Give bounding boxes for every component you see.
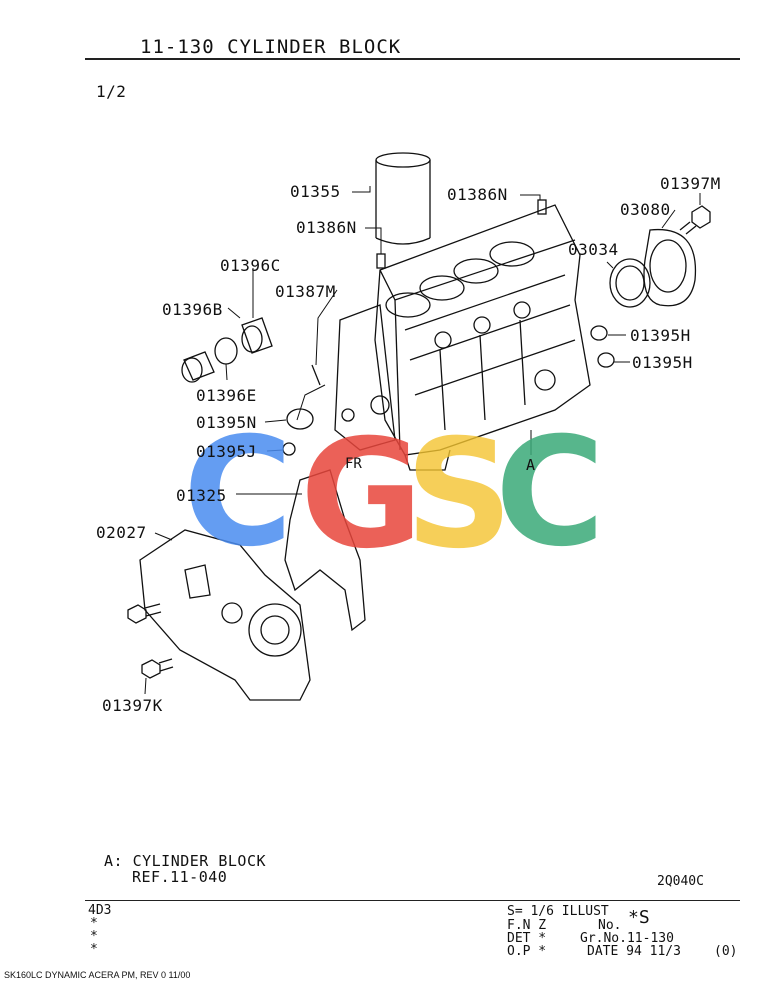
note-reference: REF.11-040 (132, 868, 228, 886)
footer-star: * (90, 929, 98, 944)
part-label-01386n[interactable]: 01386N (296, 218, 357, 237)
note-assembly: A: CYLINDER BLOCK (104, 852, 267, 870)
front-marker: FR (345, 456, 362, 472)
illust-number: *S (628, 907, 650, 928)
bolt-drawing (679, 205, 711, 235)
page-number: 1/2 (96, 82, 127, 101)
part-label-01397k[interactable]: 01397K (102, 696, 163, 715)
assembly-marker-a: A (526, 456, 536, 474)
det-line: DET * (507, 931, 547, 946)
watermark-letter-s: S (405, 408, 514, 582)
part-label-01355[interactable]: 01355 (290, 182, 341, 201)
part-label-01395h[interactable]: 01395H (630, 326, 691, 345)
part-label-03080[interactable]: 03080 (620, 200, 671, 219)
seal-retainer-drawing (643, 228, 697, 307)
group-number: Gr.No.11-130 (580, 931, 674, 946)
engine-model: 4D3 (88, 903, 112, 918)
gasket-drawing (284, 469, 366, 632)
dowel-pin-drawing (376, 253, 386, 269)
page-title: 11-130 CYLINDER BLOCK (140, 36, 402, 58)
part-label-03034[interactable]: 03034 (568, 240, 619, 259)
document-footer: SK160LC DYNAMIC ACERA PM, REV 0 11/00 (4, 970, 191, 980)
oil-seal-drawing (609, 258, 651, 308)
op-line: O.P * (507, 944, 547, 959)
part-label-01395n[interactable]: 01395N (196, 413, 257, 432)
leader-lines (144, 186, 701, 695)
scale-illust-line: S= 1/6 ILLUST (507, 904, 609, 919)
part-label-01397m[interactable]: 01397M (660, 174, 721, 193)
part-label-01325[interactable]: 01325 (176, 486, 227, 505)
header-rule (85, 58, 740, 60)
engine-block-drawing (334, 204, 591, 471)
part-label-01387m[interactable]: 01387M (275, 282, 336, 301)
part-label-01395j[interactable]: 01395J (196, 442, 257, 461)
part-label-01396e[interactable]: 01396E (196, 386, 257, 405)
footer-star: * (90, 916, 98, 931)
footer-star: * (90, 942, 98, 957)
part-label-01386n[interactable]: 01386N (447, 185, 508, 204)
cylinder-liner-drawing (375, 152, 431, 245)
part-label-02027[interactable]: 02027 (96, 523, 147, 542)
front-plate-drawing (139, 529, 311, 701)
fnz-line: F.N Z (507, 918, 547, 933)
illustration-code: 2Q040C (657, 874, 704, 889)
watermark-letter-c: C (183, 406, 294, 580)
part-label-01395h[interactable]: 01395H (632, 353, 693, 372)
footer-rule (85, 900, 740, 902)
part-label-01396c[interactable]: 01396C (220, 256, 281, 275)
watermark-letter-g: G (300, 408, 424, 582)
dowel-pin-drawing (537, 199, 547, 215)
bolt-drawing (127, 603, 174, 679)
part-label-01396b[interactable]: 01396B (162, 300, 223, 319)
revision: (0) (714, 944, 738, 959)
no-label: No. (598, 918, 622, 933)
watermark-letter-c2: C (495, 406, 606, 580)
date-line: DATE 94 11/3 (587, 944, 681, 959)
